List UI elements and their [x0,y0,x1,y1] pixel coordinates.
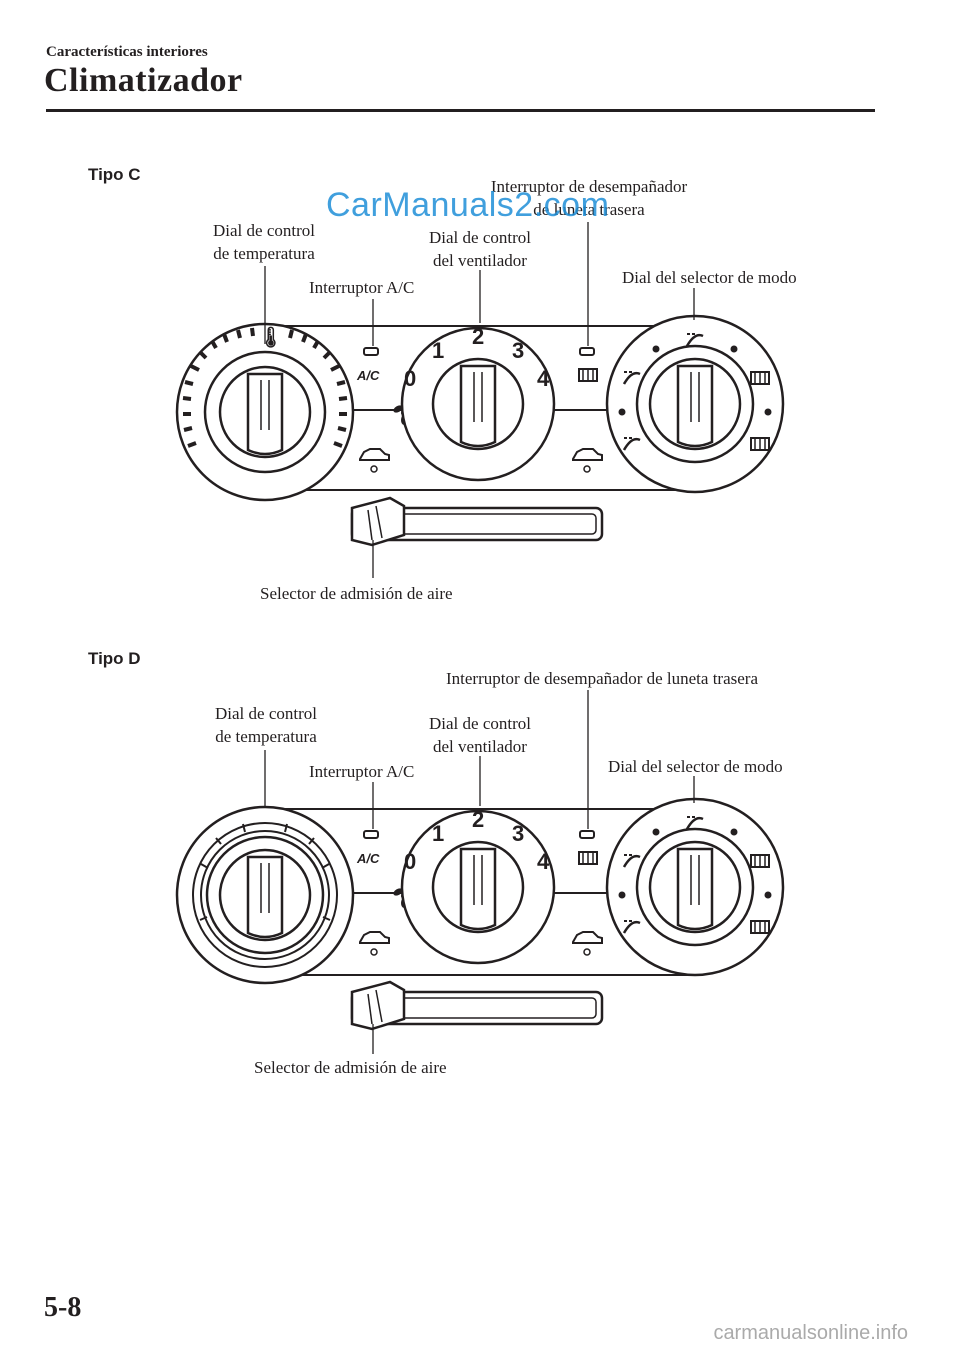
callout-ac-switch-d: Interruptor A/C [309,762,415,781]
temperature-dial-c[interactable]: 🌡 [175,322,355,502]
section-name: Características interiores [46,44,208,60]
ac-label-d: A/C [356,851,380,866]
callout-temperature-dial-d: Dial de control de temperatura [215,704,317,746]
temperature-dial-d[interactable] [175,805,355,985]
ac-switch-c[interactable]: A/C [356,347,380,383]
panel-type-c: 🌡 A/C 0 1 2 3 4 [175,222,785,578]
panel-type-d: A/C 0 1 2 3 4 [175,690,785,1054]
callout-rear-defroster-c: Interruptor de desempañador de luneta tr… [490,177,688,219]
rear-defroster-switch-d[interactable] [578,830,598,865]
fan-speed-2-c: 2 [472,324,484,349]
fan-speed-3-d: 3 [512,821,524,846]
page-number: 5-8 [44,1292,82,1323]
air-intake-slider-c[interactable] [350,496,604,547]
callout-ac-switch-c: Interruptor A/C [309,278,415,297]
fan-dial-d[interactable]: 0 1 2 3 4 [400,807,556,965]
leader-lines-d [264,690,695,1054]
callout-rear-defroster-d: Interruptor de desempañador de luneta tr… [446,669,758,688]
ac-label-c: A/C [356,368,380,383]
watermark: CarManuals2.com [326,186,610,224]
fan-speed-3-c: 3 [512,338,524,363]
fan-speed-0-d: 0 [404,849,416,874]
fan-speed-4-c: 4 [537,366,550,391]
fan-speed-0-c: 0 [404,366,416,391]
fan-speed-2-d: 2 [472,807,484,832]
callout-fan-dial-d: Dial de control del ventilador [429,714,531,756]
svg-text:🌡: 🌡 [258,325,283,349]
page-title: Climatizador [44,62,243,99]
fan-speed-1-d: 1 [432,821,444,846]
rear-defroster-switch-c[interactable] [578,347,598,382]
ac-switch-d[interactable]: A/C [356,830,380,866]
mode-dial-d[interactable] [605,797,785,977]
callout-air-intake-d: Selector de admisión de aire [254,1058,447,1077]
callout-temperature-dial-c: Dial de control de temperatura [213,221,315,263]
mode-dial-c[interactable] [605,314,785,494]
footer-site: carmanualsonline.info [713,1322,908,1344]
callout-fan-dial-c: Dial de control del ventilador [429,228,531,270]
fan-speed-1-c: 1 [432,338,444,363]
callout-mode-dial-c: Dial del selector de modo [622,268,797,287]
leader-lines-c [264,222,695,578]
figure-type-c-label: Tipo C [88,165,141,184]
fan-dial-c[interactable]: 0 1 2 3 4 [400,324,556,482]
callout-air-intake-c: Selector de admisión de aire [260,584,453,603]
callout-mode-dial-d: Dial del selector de modo [608,757,783,776]
fan-speed-4-d: 4 [537,849,550,874]
header-rule [46,109,875,112]
figure-type-d-label: Tipo D [88,649,141,668]
air-intake-slider-d[interactable] [350,980,604,1031]
